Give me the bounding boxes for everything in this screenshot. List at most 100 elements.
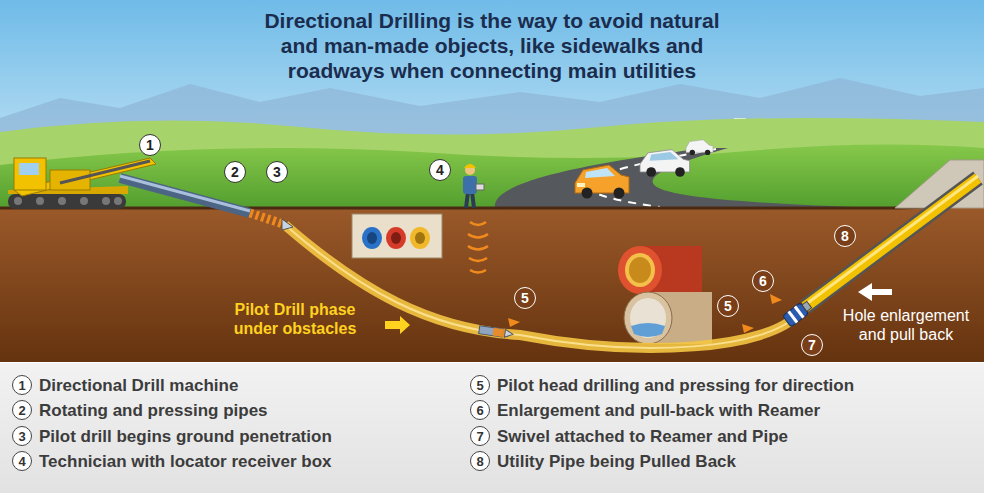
legend-text: Utility Pipe being Pulled Back (497, 451, 736, 472)
technician (476, 184, 484, 190)
road (495, 148, 880, 208)
pilot-head (479, 326, 514, 339)
drill-machine (19, 163, 39, 175)
drill-machine (36, 197, 44, 205)
technician (465, 165, 475, 175)
callout-number: 3 (273, 165, 281, 179)
locator-signal (470, 222, 486, 225)
direction-arrows (385, 316, 410, 334)
callout-circle: 7 (801, 334, 823, 356)
drill-pipe (282, 219, 293, 230)
pipe-box (391, 232, 401, 244)
legend-item: 1Directional Drill machine (12, 375, 238, 396)
legend-item: 6Enlargement and pull-back with Reamer (470, 400, 820, 421)
road (495, 148, 880, 208)
culverts (624, 292, 672, 344)
legend-item: 8 Utility Pipe being Pulled Back (470, 451, 736, 472)
callout-circle: 6 (752, 270, 774, 292)
direction-arrows (858, 283, 892, 301)
pipe-box (410, 227, 430, 249)
callout-number: 8 (476, 455, 483, 468)
utility-pipe (805, 176, 978, 307)
cars (686, 140, 713, 155)
cars (575, 140, 713, 199)
pilot-head (504, 329, 513, 338)
technician (464, 164, 476, 168)
callout-circle: 8 (470, 451, 490, 471)
legend-item: 7 Swivel attached to Reamer and Pipe (470, 426, 788, 447)
sky (0, 0, 984, 215)
callout-number: 7 (808, 338, 816, 352)
drill-pipe (120, 176, 293, 230)
callout-number: 5 (521, 291, 529, 305)
drill-machine (80, 197, 88, 205)
locator-signal (469, 258, 487, 261)
bore-path (285, 225, 800, 348)
bore-path (285, 225, 800, 348)
technician (463, 164, 484, 208)
soil (0, 160, 984, 362)
culverts (618, 246, 712, 344)
callout-circle: 3 (266, 161, 288, 183)
drill-machine (14, 197, 22, 205)
direction-arrows (385, 283, 892, 334)
reamer (794, 306, 805, 319)
utility-pipe (805, 178, 978, 307)
pipe-box (386, 227, 406, 249)
pipe-box (415, 232, 425, 244)
cars (585, 168, 615, 178)
callout-circle: 8 (834, 225, 856, 247)
reamer (787, 310, 798, 323)
utility-pipe (805, 176, 978, 305)
pilot-head (742, 324, 754, 333)
drill-pipe (120, 178, 250, 213)
legend-item: 2 Rotating and pressing pipes (12, 400, 268, 421)
reamer (783, 299, 814, 327)
reamer (802, 301, 812, 311)
locator-signal (468, 246, 488, 250)
legend-text: Rotating and pressing pipes (39, 400, 268, 421)
bore-path (285, 225, 800, 348)
pilot-head (770, 294, 782, 304)
callout-number: 3 (18, 430, 25, 443)
callout-circle: 5 (717, 295, 739, 317)
utility-pipe (805, 178, 978, 307)
hills (0, 118, 984, 215)
drill-machine (58, 197, 66, 205)
callout-number: 7 (476, 430, 483, 443)
callout-number: 1 (146, 138, 154, 152)
callout-circle: 2 (12, 400, 32, 420)
cars (577, 183, 585, 187)
callout-number: 5 (724, 299, 732, 313)
legend-text: Swivel attached to Reamer and Pipe (497, 426, 788, 447)
legend-panel (0, 362, 984, 493)
locator-signal (468, 234, 488, 238)
callout-circle: 4 (429, 159, 451, 181)
pipe-box (367, 232, 377, 244)
callout-circle: 6 (470, 400, 490, 420)
cars (675, 167, 685, 177)
callout-number: 4 (18, 455, 25, 468)
culverts (618, 246, 662, 294)
pipe-box (352, 214, 442, 258)
callout-circle: 5 (514, 287, 536, 309)
culverts (629, 257, 651, 283)
callout-number: 4 (436, 163, 444, 177)
callout-number: 2 (18, 404, 25, 417)
callout-number: 6 (476, 404, 483, 417)
legend-item: 4Technician with locator receiver box (12, 451, 332, 472)
callout-circle: 1 (12, 375, 32, 395)
phase-label: Pilot Drill phase under obstacles (220, 300, 370, 338)
drill-machine (8, 194, 126, 209)
sky (0, 0, 984, 215)
legend-item: 3Pilot drill begins ground penetration (12, 426, 332, 447)
callout-number: 2 (231, 165, 239, 179)
callout-circle: 1 (139, 134, 161, 156)
legend-panel (0, 362, 984, 493)
legend-item: 5Pilot head drilling and pressing for di… (470, 375, 854, 396)
callout-circle: 2 (224, 161, 246, 183)
cars (690, 150, 695, 155)
cars (640, 150, 690, 177)
phase-label: Hole enlargement and pull back (832, 306, 980, 344)
drill-pipe (250, 213, 283, 224)
